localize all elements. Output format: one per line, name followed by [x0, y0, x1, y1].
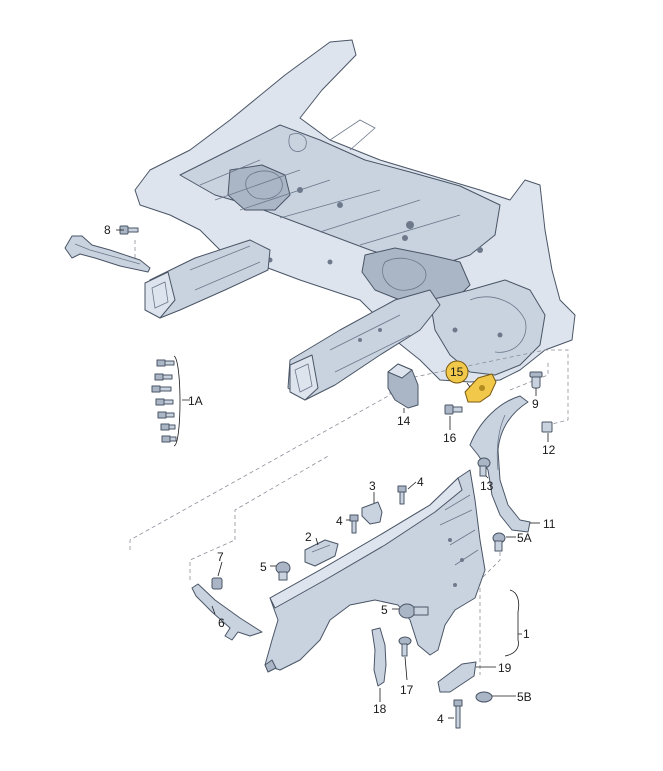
part-11-wheel-arch-panel	[469, 395, 531, 533]
callout-2: 2	[305, 530, 312, 544]
part-5a-screw	[492, 532, 506, 552]
right-longitudinal-member	[287, 289, 441, 401]
callout-9: 9	[532, 397, 539, 411]
callout-5a: 5A	[517, 531, 532, 545]
part-6-trim-strip	[191, 583, 263, 641]
part-16-bolt	[444, 404, 463, 415]
part-19-bracket	[437, 661, 477, 693]
part-13-screw	[477, 457, 491, 477]
callout-7: 7	[217, 550, 224, 564]
callout-17: 17	[400, 683, 414, 697]
part-14-insulation-block	[387, 363, 419, 409]
callout-13: 13	[480, 479, 494, 493]
callout-19: 19	[498, 661, 512, 675]
part-2-bracket	[304, 539, 339, 567]
part-4-bolt-lower	[453, 699, 463, 729]
callout-1a: 1A	[188, 394, 203, 408]
callout-14: 14	[397, 414, 411, 428]
part-17-screw	[398, 636, 412, 657]
leader-lines	[116, 229, 549, 719]
front-body-structure	[134, 39, 576, 383]
callout-4-lower: 4	[437, 712, 444, 726]
part-1a-fastener-set	[151, 359, 177, 443]
part-18-trim-strip	[371, 627, 387, 687]
part-5-screw-left	[275, 561, 291, 581]
part-15-bracket-highlighted	[464, 373, 497, 403]
part-4-bolt-upper	[397, 485, 407, 505]
part-7-clip	[211, 577, 223, 590]
part-1-front-fender	[264, 469, 486, 673]
part-8-bracket	[64, 235, 151, 273]
callout-15-badge	[445, 360, 469, 384]
part-5-screw-right	[398, 603, 429, 619]
callout-12: 12	[542, 443, 556, 457]
callout-18: 18	[373, 702, 387, 716]
callout-1: 1	[523, 627, 530, 641]
callout-5-right: 5	[381, 603, 388, 617]
part-12-nut	[541, 421, 553, 433]
left-longitudinal-member	[144, 239, 271, 319]
callout-15: 15	[450, 365, 464, 379]
part-9-clip	[529, 371, 543, 389]
callout-4-upper: 4	[417, 475, 424, 489]
callout-5b: 5B	[517, 690, 532, 704]
part-4-bolt-middle	[349, 514, 359, 534]
callout-16: 16	[443, 431, 457, 445]
part-5b-washer	[475, 691, 493, 703]
part-3-clip-bracket	[361, 501, 383, 525]
callout-5-left: 5	[260, 560, 267, 574]
callout-6: 6	[218, 616, 225, 630]
callout-4-middle: 4	[336, 514, 343, 528]
callout-labels: 8 1A 14 15 16 9 12 13 11 3 4 4 2 5 7 6 5…	[104, 223, 556, 726]
callout-11: 11	[543, 517, 556, 531]
callout-3: 3	[369, 479, 376, 493]
callout-8: 8	[104, 223, 111, 237]
